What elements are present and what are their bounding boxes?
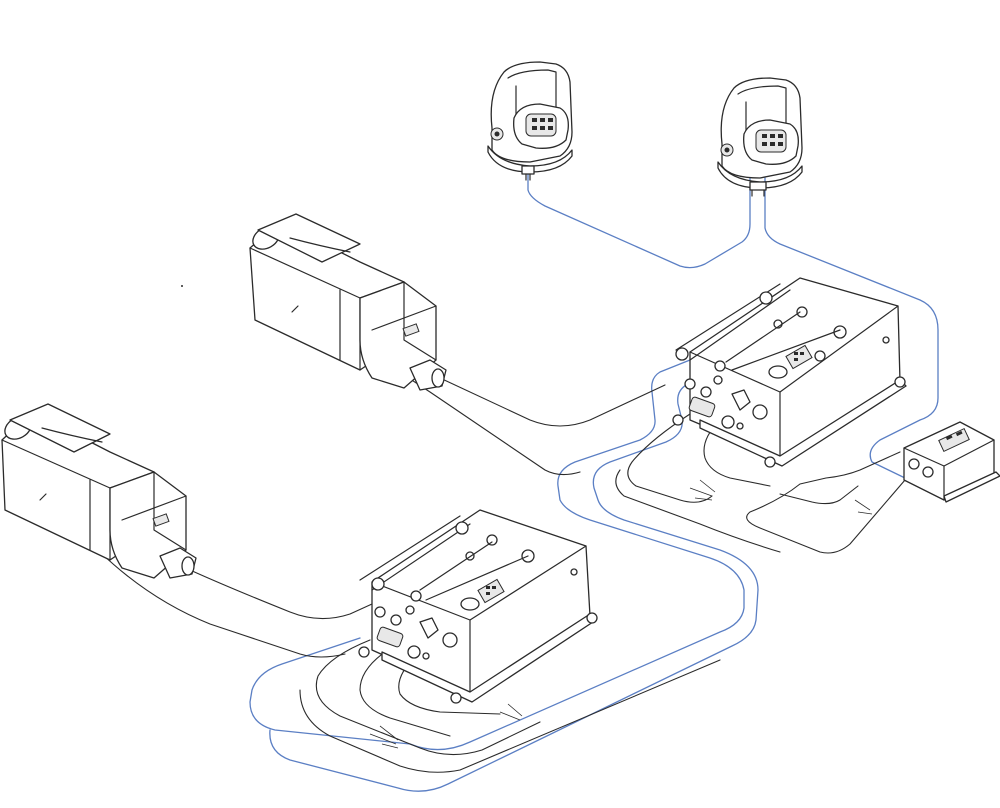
power-cables [99, 329, 906, 773]
actuator-upper [249, 213, 447, 391]
actuator-lower [1, 403, 197, 579]
junction-box [903, 421, 1000, 503]
control-box-upper [672, 277, 907, 468]
stray-dot [181, 285, 183, 287]
control-head-2 [717, 77, 803, 197]
control-head-1 [487, 61, 573, 181]
signal-cables [249, 171, 939, 792]
control-box-lower [358, 509, 598, 704]
